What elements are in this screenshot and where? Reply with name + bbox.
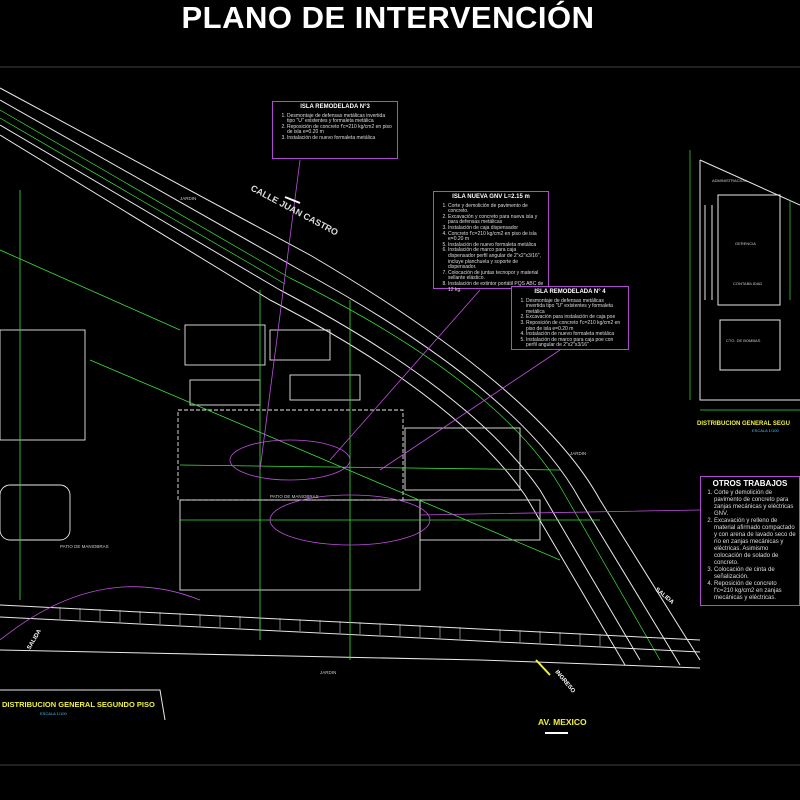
administracion-label: ADMINISTRACION [712,178,747,183]
patio-label-top: PATIO DE MANIOBRAS [270,494,319,499]
green-dimension-lines [0,190,600,660]
drawing-scale-right: ESCALA 1/100 [752,428,779,433]
contabilidad-label: CONTABILIDAD [733,281,762,286]
jardin-label-bottom: JARDIN [320,670,336,675]
direction-arrows [284,196,568,734]
magenta-leader-lines [0,159,701,641]
note-item: Excavación para instalación de caja poe [526,315,624,321]
canopy-and-islands [0,324,541,591]
note-otros-trabajos: OTROS TRABAJOS Corte y demolición de pav… [700,476,800,606]
ingreso-arrow-icon [535,659,551,676]
note-item: Colocación de cinta de señalización. [714,567,796,581]
drawing-scale-left: ESCALA 1/100 [40,711,67,716]
note-title: ISLA NUEVA GNV L=2.15 m [452,194,530,200]
avenida-road-edges [0,604,701,721]
labels: CALLE JUAN CASTRO AV. MEXICO INGRESO SAL… [2,178,790,727]
note-isla-nueva-gnv: ISLA NUEVA GNV L=2.15 m Corte y demolici… [433,191,549,292]
calle-road-edges [0,87,701,666]
note-item: Excavación y relleno de material afirmad… [714,518,796,567]
calle-arrow-icon [284,196,301,204]
floor-plan-dimensions [689,150,800,411]
note-item: Instalación de marco para caja dispensad… [448,247,544,270]
note-item: Concreto f'c=210 kg/cm2 en piso de isla … [448,231,544,243]
note-item: Colocación de juntas tecnopor y material… [448,270,544,282]
note-item: Reposición de concreto f'c=210 kg/cm2 en… [526,320,624,332]
page-title: PLANO DE INTERVENCIÓN [181,0,595,35]
drawing-title-left: DISTRIBUCION GENERAL SEGUNDO PISO [2,700,155,709]
drawing-title-right: DISTRIBUCION GENERAL SEGU [697,421,790,427]
note-item: Corte y demolición de pavimento de concr… [714,490,796,518]
note-item: Instalación de nuevo formaleta metálica [448,242,544,249]
note-item: Instalación de extintor portátil PQS ABC… [448,281,544,293]
note-item: Reposición de concreto f'c=210 kg/cm2 en… [287,124,393,136]
salida-label-left: SALIDA [27,628,44,651]
note-item: Desmontaje de defensas metálicas inverti… [287,113,393,125]
note-item: Instalación de nuevo formaleta metálica [287,135,393,142]
note-item: Instalación de marco para caja poe con p… [526,337,624,349]
ingreso-label: INGRESO [553,669,576,694]
cto-bombas-label: CTO. DE BOMBAS [726,338,761,343]
note-item: Reposición de concreto f'c=210 kg/cm2 en… [714,581,796,602]
note-item: Corte y demolición de pavimento de concr… [448,203,544,215]
note-title: ISLA REMODELADA N° 4 [534,289,606,295]
note-isla-remodelada-4: ISLA REMODELADA N° 4 Desmontaje de defen… [511,286,629,350]
note-item: Instalación de caja dispensador [448,225,544,232]
jardin-label-right: JARDIN [570,451,586,456]
second-floor-plan [699,159,800,401]
avenida-label: AV. MEXICO [538,717,587,727]
note-item: Desmontaje de defensas metálicas inverti… [526,298,624,316]
note-title: OTROS TRABAJOS [712,479,788,488]
patio-label-bottom: PATIO DE MANIOBRAS [60,544,109,549]
note-item: Excavación y concreto para nueva isla y … [448,214,544,226]
note-item: Instalación de nuevo formaleta metálica [526,332,624,338]
sidewalk-hatch [0,109,661,661]
note-isla-remodelada-3: ISLA REMODELADA N°3 Desmontaje de defens… [272,101,398,159]
parking-stripes [59,607,601,646]
note-title: ISLA REMODELADA N°3 [300,104,370,110]
jardin-label-top: JARDIN [180,196,196,201]
gerencia-label: GERENCIA [735,241,756,246]
